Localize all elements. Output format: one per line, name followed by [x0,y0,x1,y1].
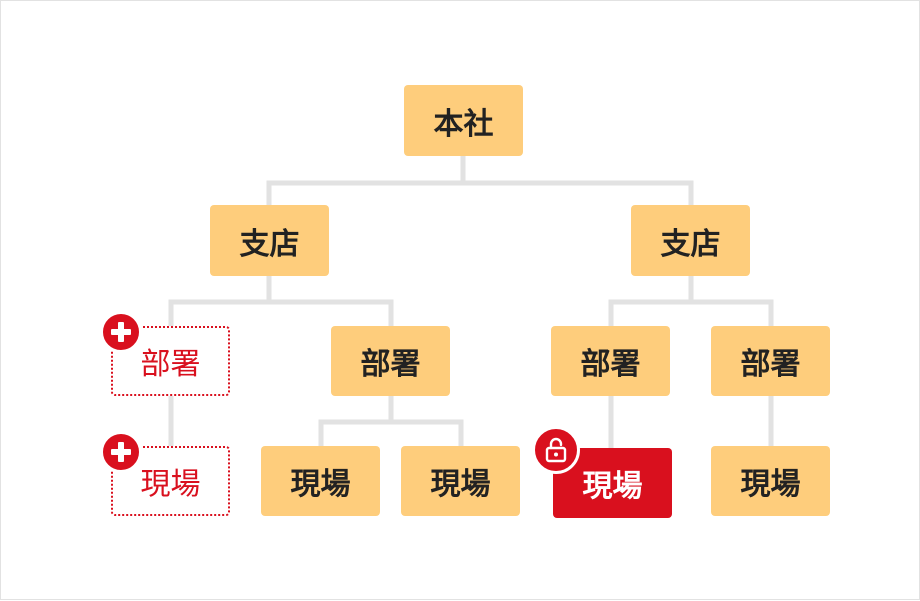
node-branch-right[interactable]: 支店 [631,205,750,276]
node-site-new[interactable]: 現場 [111,446,230,516]
node-dept-right-2[interactable]: 部署 [711,326,830,396]
connector-left-bar [168,299,394,329]
connector-right-bar [608,299,774,329]
node-head-office[interactable]: 本社 [404,85,523,156]
connector-branch-bar [266,180,694,208]
unlock-icon[interactable] [532,426,580,474]
node-branch-left[interactable]: 支店 [210,205,329,276]
node-dept-left[interactable]: 部署 [331,326,450,396]
node-dept-right-1[interactable]: 部署 [551,326,670,396]
plus-icon[interactable] [100,431,142,473]
plus-icon[interactable] [100,311,142,353]
node-site-left-2[interactable]: 現場 [401,446,520,516]
node-site-left-1[interactable]: 現場 [261,446,380,516]
connector-left-sites-bar [318,419,464,449]
node-site-selected[interactable]: 現場 [553,448,672,518]
node-site-right[interactable]: 現場 [711,446,830,516]
